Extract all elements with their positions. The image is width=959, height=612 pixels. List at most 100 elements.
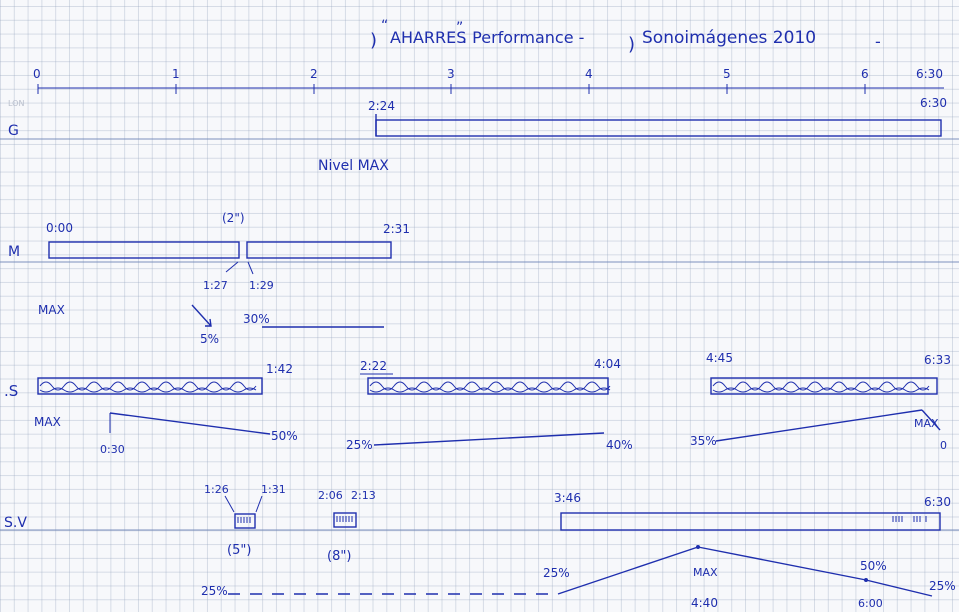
track-s-wave-3b	[712, 387, 930, 393]
track-m-end-time: 2:31	[383, 222, 410, 236]
track-sv-block1	[234, 513, 256, 529]
track-s-wave-1b	[39, 387, 257, 393]
track-g-level-note: Nivel MAX	[318, 158, 389, 174]
track-sv-seg-start: 3:46	[554, 491, 581, 505]
ruler-minute-2: 2	[310, 67, 318, 81]
ruler-minute-6: 6	[861, 67, 869, 81]
track-s-fade2-start: 25%	[346, 438, 373, 452]
track-sv-bar-hatch	[892, 516, 927, 522]
track-sv-50-dot	[864, 578, 868, 582]
track-s-fade1-start: 0:30	[100, 443, 125, 456]
track-sv-block1-hatch	[237, 517, 251, 523]
track-s-fade3-line	[715, 409, 923, 442]
track-s-label: .S	[4, 382, 18, 400]
track-sv-level-25a: 25%	[201, 584, 228, 598]
track-sv-level-max: MAX	[693, 566, 718, 579]
track-s-seg3-start: 4:45	[706, 351, 733, 365]
track-s-fade1-line	[109, 412, 271, 435]
ruler-minute-4: 4	[585, 67, 593, 81]
track-s-fade3-start: 35%	[690, 434, 717, 448]
track-g-end-time: 6:30	[920, 96, 947, 110]
track-sv-block1-end: 1:31	[261, 483, 286, 496]
track-sv-seg-end: 6:30	[924, 495, 951, 509]
track-s-bar-2	[367, 377, 609, 395]
track-s-wave-1a	[39, 381, 257, 391]
track-m-level-a: 5%	[200, 332, 219, 346]
track-g-start-time: 2:24	[368, 99, 395, 113]
track-sv-block1-brackets	[224, 495, 263, 513]
ruler-minute-0: 0	[33, 67, 41, 81]
track-sv-block1-duration: (5")	[227, 543, 251, 558]
track-s-bar-1	[37, 377, 263, 395]
title-open-brace: )	[370, 30, 377, 51]
track-g: G 2:24 6:30 Nivel MAX	[0, 96, 959, 174]
track-sv-label: S.V	[4, 515, 27, 531]
track-s-seg2-end: 4:04	[594, 357, 621, 371]
track-g-label: G	[8, 123, 19, 139]
track-m-drop-arrowhead	[205, 318, 212, 327]
track-sv-ramp-down	[697, 546, 867, 581]
title-mid-brace: )	[628, 34, 635, 55]
track-s-wave-2b	[369, 387, 611, 393]
track-m-drop-arrow	[191, 304, 212, 327]
track-sv-time-peak: 4:40	[691, 596, 718, 610]
track-sv-time-600: 6:00	[858, 597, 883, 610]
track-m-bar-1	[48, 241, 240, 259]
track-m-level-label: MAX	[38, 303, 65, 317]
track-s: .S 1:42 2:22 4:04 4:45 6:33 MAX 0:30 50%…	[4, 351, 951, 456]
track-sv-block2-start: 2:06	[318, 489, 343, 502]
track-m-bar-2	[246, 241, 392, 259]
track-sv-block2-end: 2:13	[351, 489, 376, 502]
track-s-bar-3	[710, 377, 938, 395]
track-s-seg3-end: 6:33	[924, 353, 951, 367]
time-ruler: 0 1 2 3 4 5 6 6:30	[33, 67, 944, 94]
track-s-wave-2a	[369, 381, 611, 391]
track-s-fade3-drop	[921, 409, 941, 431]
track-s-fade3-tail: 0	[940, 439, 947, 452]
track-m-cut-arrow-a	[225, 261, 239, 273]
track-m-cut-b: 1:29	[249, 279, 274, 292]
track-sv-ramp-up	[557, 546, 699, 595]
ruler-minute-5: 5	[723, 67, 731, 81]
track-m-level-b: 30%	[243, 312, 270, 326]
title-name: AHARRES	[390, 28, 466, 47]
track-s-level-label: MAX	[34, 415, 61, 429]
title-open-quote: “	[381, 18, 388, 34]
track-sv-block2-hatch	[336, 516, 353, 522]
track-sv-block2	[333, 512, 357, 528]
track-s-wave-3a	[712, 381, 930, 391]
track-sv-ramp-end	[865, 579, 933, 597]
track-s-seg2-start: 2:22	[360, 359, 387, 373]
track-s-fade2-line	[373, 432, 605, 446]
title-end-dash: -	[875, 32, 881, 51]
track-m-gap: (2")	[222, 211, 245, 225]
ruler-end-time: 6:30	[916, 67, 943, 81]
track-s-fade3-end: MAX	[914, 417, 939, 430]
track-s-fade2-end: 40%	[606, 438, 633, 452]
track-s-seg1-end: 1:42	[266, 362, 293, 376]
title-performance: . Performance -	[462, 28, 584, 47]
track-m: M 0:00 (2") 2:31 1:27 1:29 MAX 5% 30%	[0, 211, 959, 346]
track-m-start-time: 0:00	[46, 221, 73, 235]
track-sv-block2-duration: (8")	[327, 549, 351, 564]
track-g-bar	[375, 119, 942, 137]
track-sv-level-50: 50%	[860, 559, 887, 573]
track-m-cut-arrow-b	[247, 261, 254, 275]
track-m-cut-a: 1:27	[203, 279, 228, 292]
corner-mark: LON	[8, 99, 24, 108]
title-subtitle: Sonoimágenes 2010	[642, 28, 816, 48]
title-close-quote: ”	[456, 20, 463, 36]
track-sv-peak-dot	[696, 545, 700, 549]
track-m-label: M	[8, 244, 20, 260]
track-sv-level-25c: 25%	[929, 579, 956, 593]
track-sv-level-25b: 25%	[543, 566, 570, 580]
track-sv-block1-start: 1:26	[204, 483, 229, 496]
track-sv: S.V 1:26 1:31 (5") 2:06 2:13 (8") 3:46 6…	[0, 483, 959, 610]
track-sv-bar	[560, 512, 941, 531]
ruler-minute-1: 1	[172, 67, 180, 81]
title-block: ) “ AHARRES ” . Performance - ) Sonoimág…	[370, 18, 881, 55]
ruler-minute-3: 3	[447, 67, 455, 81]
track-s-fade1-level: 50%	[271, 429, 298, 443]
